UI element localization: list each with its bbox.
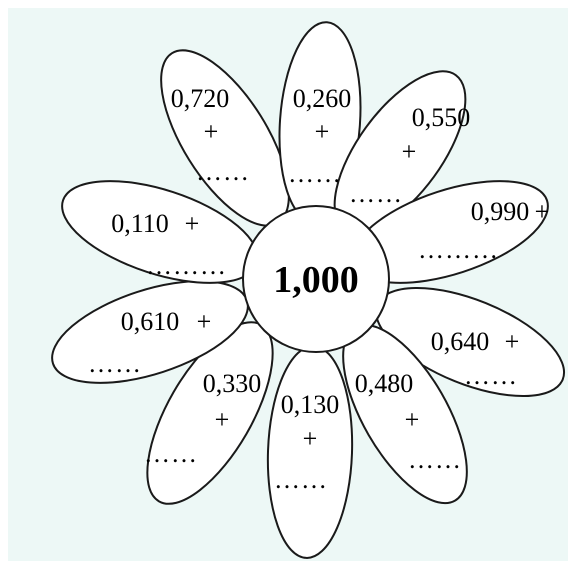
petal-6-blank: …… — [408, 445, 462, 474]
petal-10-blank: ……… — [146, 251, 227, 280]
petal-6-plus: + — [405, 405, 420, 434]
petal-2-plus: + — [315, 117, 330, 146]
petal-3-number: 0,550 — [412, 103, 471, 132]
petal-8-plus: + — [215, 405, 230, 434]
petal-7-blank: …… — [274, 465, 328, 494]
petal-4-number: 0,990 — [471, 197, 530, 226]
petal-3-plus: + — [402, 137, 417, 166]
petal-2-number: 0,260 — [293, 84, 352, 113]
petal-7-plus: + — [303, 424, 318, 453]
petal-9-number: 0,610 — [121, 307, 180, 336]
petal-9-plus: + — [197, 307, 212, 336]
petal-1-number: 0,720 — [171, 84, 230, 113]
petal-2-blank: …… — [288, 159, 342, 188]
petal-5-number: 0,640 — [431, 327, 490, 356]
petal-6-number: 0,480 — [355, 369, 414, 398]
petal-7-number: 0,130 — [281, 390, 340, 419]
petal-1-blank: …… — [196, 157, 250, 186]
petal-10-number: 0,110 — [111, 209, 169, 238]
petal-9-blank: …… — [88, 349, 142, 378]
petal-3-blank: …… — [349, 179, 403, 208]
petal-8-number: 0,330 — [203, 369, 262, 398]
petal-4-plus: + — [535, 197, 550, 226]
petal-5-blank: …… — [464, 361, 518, 390]
petal-10-plus: + — [185, 209, 200, 238]
center-value: 1,000 — [273, 259, 359, 301]
petal-8-blank: …… — [144, 439, 198, 468]
petal-4-blank: ……… — [418, 235, 499, 264]
petal-5-plus: + — [505, 327, 520, 356]
petal-1-plus: + — [204, 117, 219, 146]
